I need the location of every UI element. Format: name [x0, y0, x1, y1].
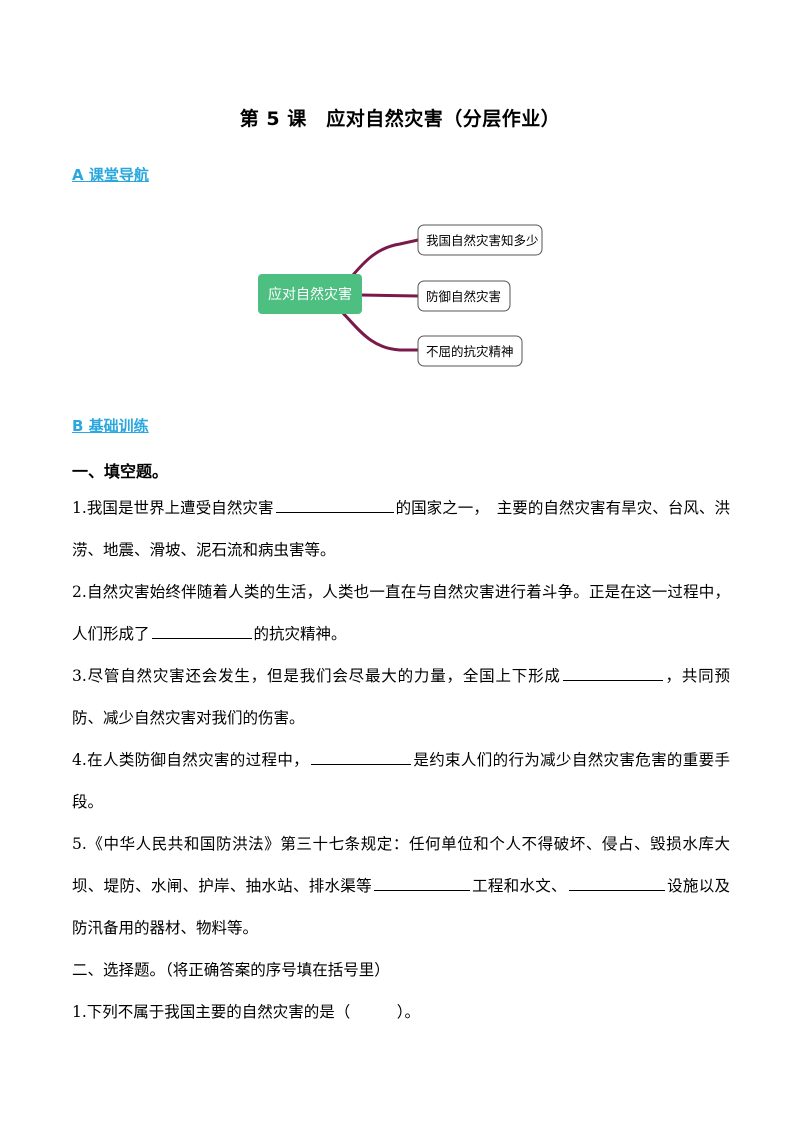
q5-text-b: 工程和水文、	[471, 877, 567, 895]
mind-map-node-1	[417, 224, 543, 256]
q1-text-b: 的国家之一， 主要的自然灾害有旱灾、台风、洪涝、地震、滑坡、泥石流和病虫害等。	[72, 499, 730, 559]
question-4: 4.在人类防御自然灾害的过程中，是约束人们的行为减少自然灾害危害的重要手段。	[72, 739, 730, 823]
mind-map-node-2	[417, 280, 511, 312]
q5-text-c: 设施以及防汛备用的器材、物料等。	[72, 877, 730, 937]
question-1: 1.我国是世界上遭受自然灾害的国家之一， 主要的自然灾害有旱灾、台风、洪涝、地震…	[72, 487, 730, 571]
q1-text-a: 1.我国是世界上遭受自然灾害	[72, 499, 274, 517]
mind-map-root-node	[258, 274, 362, 314]
q3-answer-blank[interactable]	[562, 662, 663, 681]
mind-map-node-3-label: 不屈的抗灾精神	[426, 344, 514, 359]
part1-heading: 一、填空题。	[72, 462, 169, 481]
mind-map-node-2-label: 防御自然灾害	[426, 289, 501, 304]
q3-text-a: 3.尽管自然灾害还会发生，但是我们会尽最大的力量，全国上下形成	[72, 667, 561, 685]
q4-text-b: 是约束人们的行为减少自然灾害危害的重要手段。	[72, 751, 730, 811]
mind-map-node-1-label: 我国自然灾害知多少	[426, 233, 539, 248]
q5-text-a: 5.《中华人民共和国防洪法》第三十七条规定：任何单位和个人不得破坏、侵占、毁损水…	[72, 835, 730, 895]
mind-map-node-3	[417, 335, 523, 367]
q2-text-a: 2.自然灾害始终伴随着人类的生活，人类也一直在与自然灾害进行着斗争。正是在这一过…	[72, 583, 730, 643]
q1-answer-blank[interactable]	[275, 494, 394, 513]
q4-text-a: 4.在人类防御自然灾害的过程中，	[72, 751, 310, 769]
mind-map-root-label: 应对自然灾害	[268, 286, 352, 303]
q4-answer-blank[interactable]	[311, 746, 412, 765]
mc-question-1: 1.下列不属于我国主要的自然灾害的是（ ）。	[72, 1003, 421, 1021]
question-2: 2.自然灾害始终伴随着人类的生活，人类也一直在与自然灾害进行着斗争。正是在这一过…	[72, 571, 730, 655]
section-a-heading[interactable]: A 课堂导航	[72, 166, 149, 184]
question-5: 5.《中华人民共和国防洪法》第三十七条规定：任何单位和个人不得破坏、侵占、毁损水…	[72, 823, 730, 949]
section-b-heading[interactable]: B 基础训练	[72, 417, 149, 435]
q2-answer-blank[interactable]	[151, 620, 252, 639]
q5-answer-blank-2[interactable]	[568, 872, 665, 891]
mind-map-branch-2	[359, 293, 419, 298]
question-3: 3.尽管自然灾害还会发生，但是我们会尽最大的力量，全国上下形成，共同预防、减少自…	[72, 655, 730, 739]
page-title: 第 5 课 应对自然灾害（分层作业）	[239, 108, 561, 130]
q3-text-b: ，共同预防、减少自然灾害对我们的伤害。	[72, 667, 730, 727]
q2-text-b: 的抗灾精神。	[253, 625, 347, 643]
part2-heading: 二、选择题。（将正确答案的序号填在括号里）	[72, 961, 390, 979]
q5-answer-blank-1[interactable]	[373, 872, 470, 891]
